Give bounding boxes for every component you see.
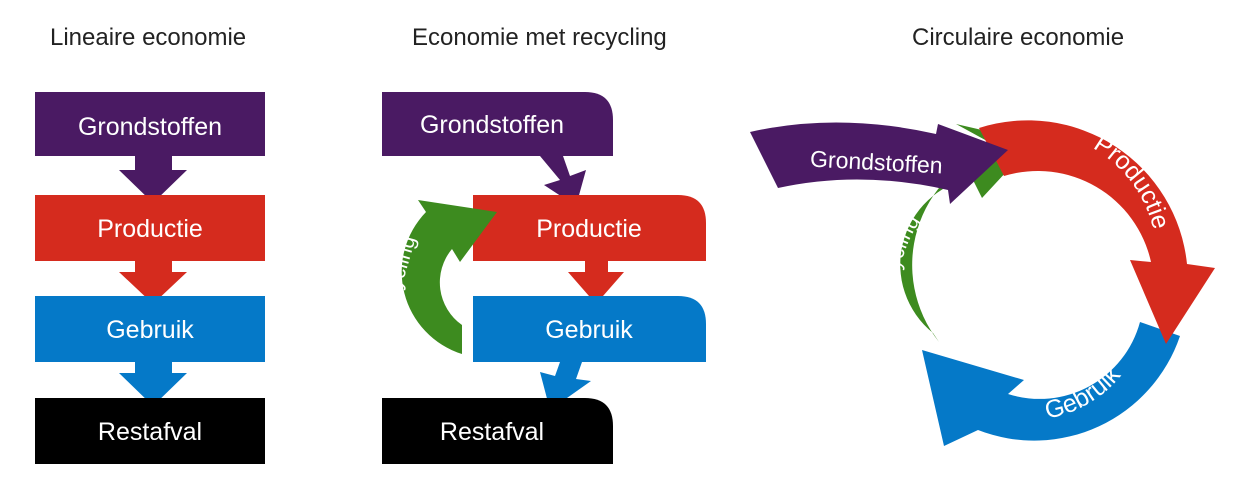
circular-grondstoffen-arrow: [750, 122, 1008, 204]
linear-gebruik-box: [35, 296, 265, 362]
linear-productie-box: [35, 195, 265, 261]
recycling-economy-panel: Grondstoffen Productie Gebruik Restafval…: [373, 92, 706, 464]
linear-grondstoffen-label: Grondstoffen: [78, 113, 222, 141]
recycling-grondstoffen-label: Grondstoffen: [420, 111, 564, 139]
linear-restafval-label: Restafval: [98, 418, 202, 446]
recycling-restafval-box: [382, 398, 613, 464]
title-lineaire-economie: Lineaire economie: [50, 24, 247, 51]
recycling-arrow-productie-gebruik: [568, 261, 624, 304]
recycling-productie-label: Productie: [536, 215, 642, 243]
circular-gebruik-arrow: [922, 322, 1180, 446]
recycling-restafval-label: Restafval: [440, 418, 544, 446]
linear-restafval-box: [35, 398, 265, 464]
recycling-arrow-grondstoffen-productie: [540, 156, 586, 206]
circular-productie-arrow: [979, 120, 1215, 344]
circular-recycling-label-path: Recycling: [879, 211, 924, 308]
title-circulaire-economie: Circulaire economie: [912, 24, 1125, 51]
recycling-loop-arrow: [401, 200, 497, 354]
title-economie-met-recycling: Economie met recycling: [412, 24, 667, 51]
linear-gebruik-label: Gebruik: [106, 316, 194, 344]
linear-arrow-gebruik-restafval: [119, 362, 187, 406]
circular-economy-panel: Grondstoffen Productie Gebruik Recycling: [750, 120, 1215, 446]
linear-productie-label: Productie: [97, 215, 203, 243]
recycling-grondstoffen-box: [382, 92, 613, 156]
recycling-gebruik-label: Gebruik: [545, 316, 633, 344]
linear-arrow-grondstoffen-productie: [119, 156, 187, 203]
linear-grondstoffen-box: [35, 92, 265, 156]
circular-recycling-label: Recycling: [879, 211, 924, 308]
recycling-productie-box: [473, 195, 706, 261]
linear-economy-panel: Grondstoffen Productie Gebruik Restafval: [35, 92, 265, 464]
recycling-gebruik-box: [473, 296, 706, 362]
linear-arrow-productie-gebruik: [119, 261, 187, 304]
